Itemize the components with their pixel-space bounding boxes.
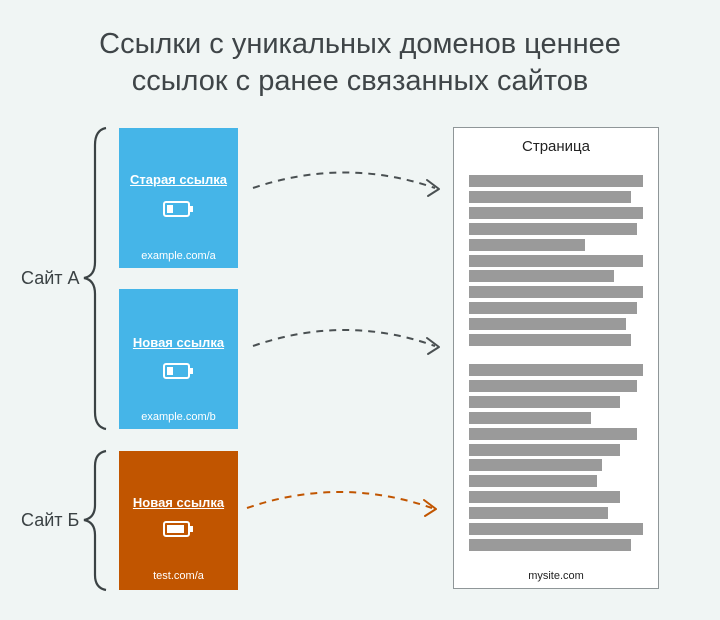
text-line [469, 175, 643, 187]
old-link-label[interactable]: Старая ссылка [130, 172, 227, 187]
diagram-title: Ссылки с уникальных доменов ценнее ссыло… [0, 26, 720, 100]
text-line [469, 190, 631, 203]
text-line [469, 254, 643, 267]
title-line-2: ссылок с ранее связанных сайтов [131, 65, 589, 97]
text-line [469, 427, 637, 440]
battery-icon [163, 363, 193, 379]
text-line [469, 523, 643, 535]
title-line-1: Ссылки с уникальных доменов ценнее [99, 28, 621, 60]
text-line [469, 318, 626, 331]
battery-icon [163, 521, 193, 537]
text-line [469, 443, 620, 456]
text-line [469, 411, 591, 424]
site-a-label: Сайт А [21, 268, 80, 288]
arrow-old-link-head [426, 179, 440, 197]
text-line [469, 206, 643, 219]
text-line [469, 302, 637, 315]
arrow-new-link-a [252, 329, 436, 347]
arrow-old-link [252, 171, 436, 189]
card-new-link-a: Новая ссылка example.com/b [119, 289, 238, 429]
domain-label: example.com/a [141, 250, 216, 262]
new-link-label[interactable]: Новая ссылка [132, 495, 225, 510]
page-domain: mysite.com [528, 570, 584, 582]
text-line [469, 538, 631, 551]
card-new-link-b: Новая ссылка test.com/a [119, 451, 238, 590]
card-old-link: Старая ссылка example.com/a [119, 128, 238, 268]
text-line [469, 395, 620, 408]
domain-label: test.com/a [153, 570, 204, 582]
page-title: Страница [522, 138, 590, 155]
text-line [469, 507, 608, 520]
text-line [469, 379, 637, 392]
text-line [469, 222, 637, 235]
text-line [469, 270, 614, 283]
brace-site-a [83, 126, 107, 431]
brace-site-b [83, 449, 107, 592]
arrow-new-link-b [246, 491, 433, 509]
text-line [469, 334, 631, 346]
arrow-new-link-a-head [426, 337, 440, 355]
site-b-label: Сайт Б [21, 510, 80, 530]
text-line [469, 491, 620, 504]
target-page: Страница mysite.com [453, 127, 659, 589]
battery-icon [163, 201, 193, 217]
text-line [469, 364, 643, 376]
text-line [469, 459, 602, 472]
text-line [469, 475, 597, 488]
text-line [469, 286, 643, 299]
new-link-label[interactable]: Новая ссылка [132, 335, 225, 350]
domain-label: example.com/b [141, 411, 216, 423]
text-line [469, 238, 585, 251]
arrow-new-link-b-head [423, 499, 437, 517]
